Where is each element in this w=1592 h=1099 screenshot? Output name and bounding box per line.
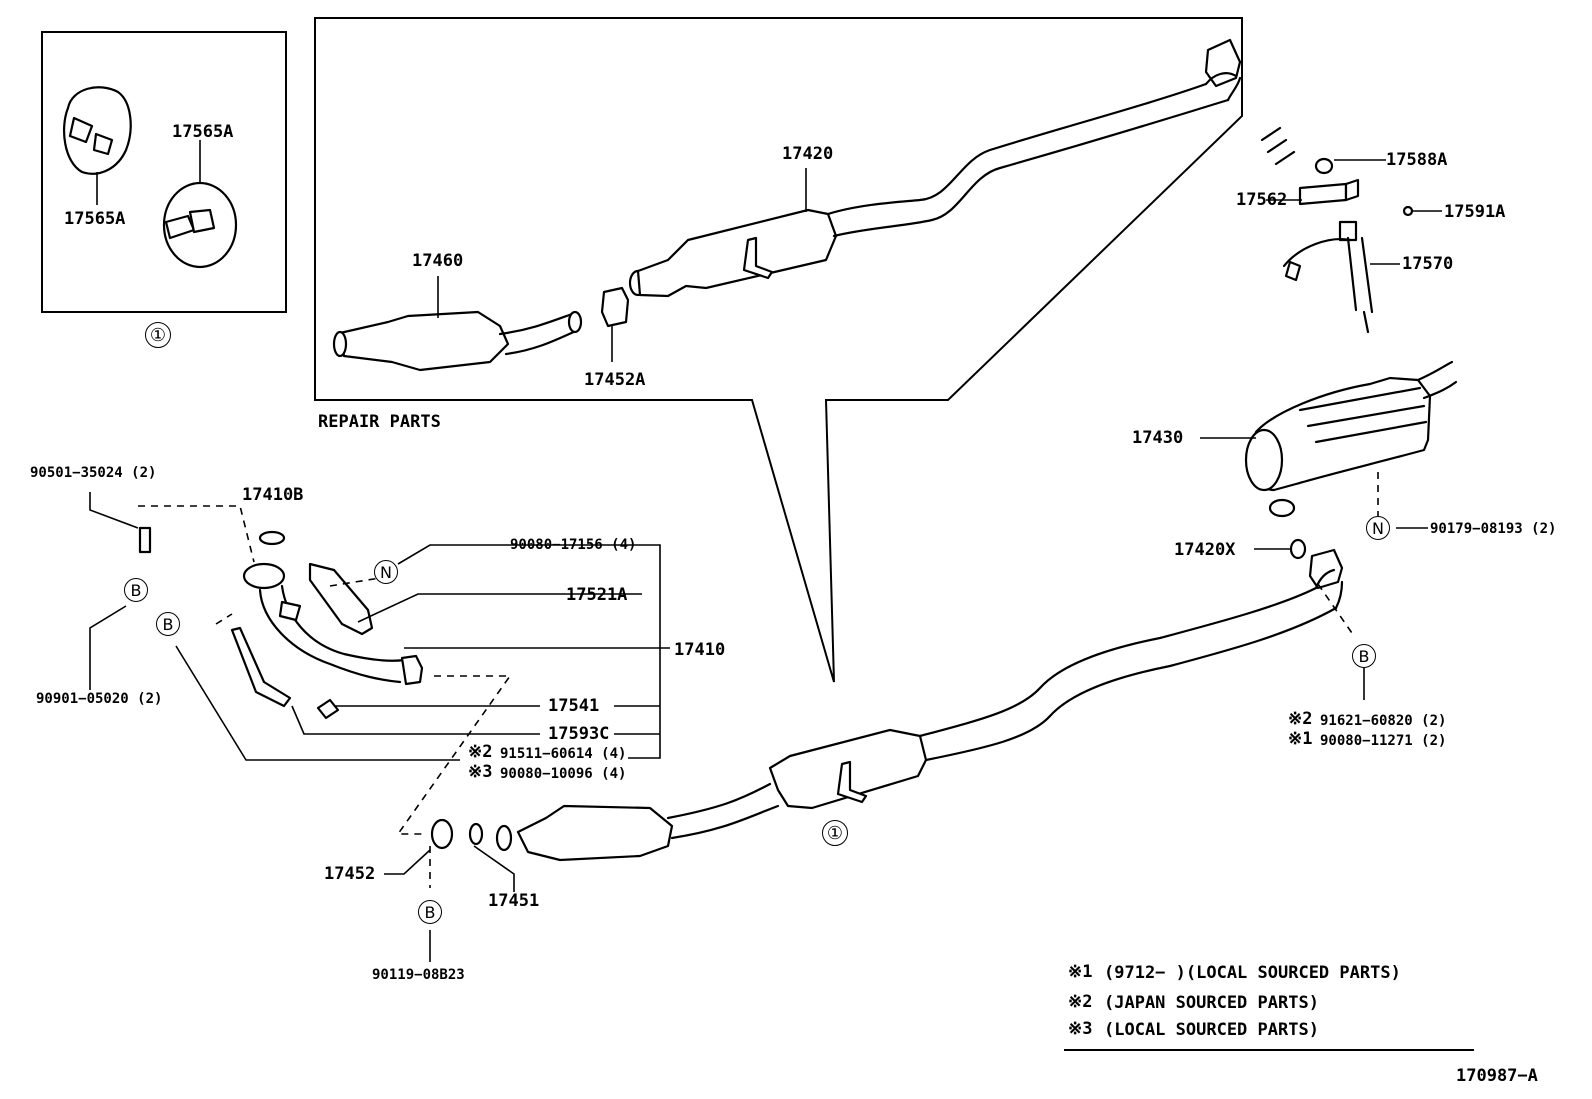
part-label-90179-08193: 90179−08193 (2) [1430, 521, 1557, 537]
front-pipe-17410 [138, 526, 424, 720]
front-circle-n: N [374, 560, 398, 584]
part-label-17460: 17460 [412, 251, 464, 271]
part-label-17591a: 17591A [1444, 202, 1506, 222]
part-label-17565a-lower: 17565A [64, 209, 126, 229]
repair-box [314, 17, 1243, 683]
part-label-17430: 17430 [1132, 428, 1184, 448]
inset-circle-mark: ① [145, 322, 171, 348]
part-label-17420: 17420 [782, 144, 834, 164]
part-label-90080-10096: 90080−10096 (4) [500, 766, 627, 782]
part-label-17588a: 17588A [1386, 150, 1448, 170]
part-label-17452a: 17452A [584, 370, 646, 390]
part-label-17420x: 17420X [1174, 540, 1236, 560]
part-label-91621-60820: 91621−60820 (2) [1320, 713, 1447, 729]
note-3-text: (LOCAL SOURCED PARTS) [1104, 1020, 1319, 1040]
cushion-part-1 [62, 86, 132, 175]
cushion-part-2 [162, 181, 238, 269]
note-2-text: (JAPAN SOURCED PARTS) [1104, 993, 1319, 1013]
front-gaskets [430, 818, 484, 850]
exhaust-assembly [495, 548, 1344, 862]
repair-catalytic-converter [332, 310, 583, 372]
rear-note2-mark: ※1 [1288, 729, 1313, 749]
repair-parts-title: REPAIR PARTS [318, 412, 441, 432]
drawing-number: 170987−A [1456, 1066, 1538, 1086]
gasket-17420x [1289, 538, 1307, 560]
part-label-90119-08b23: 90119−08B23 [372, 967, 465, 983]
part-label-17541: 17541 [548, 696, 600, 716]
note-2-mark: ※2 [1068, 992, 1093, 1012]
note-1-mark: ※1 [1068, 962, 1093, 982]
repair-clamp [600, 286, 630, 328]
front-circle-b-upper: B [124, 578, 148, 602]
part-label-17410: 17410 [674, 640, 726, 660]
part-label-90080-11271: 90080−11271 (2) [1320, 733, 1447, 749]
part-label-17521a: 17521A [566, 585, 628, 605]
muffler-circle-n: N [1366, 516, 1390, 540]
part-label-90080-17156: 90080−17156 (4) [510, 537, 637, 553]
front-mark-2: ※2 [468, 742, 493, 762]
note-3-mark: ※3 [1068, 1019, 1093, 1039]
front-mark-3: ※3 [468, 762, 493, 782]
part-label-90501-35024: 90501−35024 (2) [30, 465, 157, 481]
part-label-17452: 17452 [324, 864, 376, 884]
front-circle-b-lower: B [418, 900, 442, 924]
muffler [1244, 360, 1458, 518]
hanger-parts [1260, 126, 1414, 334]
assembly-circle-mark: ① [822, 820, 848, 846]
repair-center-pipe [628, 38, 1242, 298]
rear-note1-mark: ※2 [1288, 709, 1313, 729]
rear-joint-circle-b: B [1352, 644, 1376, 668]
part-label-17562: 17562 [1236, 190, 1288, 210]
note-1-text: (9712− )(LOCAL SOURCED PARTS) [1104, 963, 1401, 983]
part-label-91511-60614: 91511−60614 (4) [500, 746, 627, 762]
part-label-17570: 17570 [1402, 254, 1454, 274]
front-circle-b-left: B [156, 612, 180, 636]
part-label-17593c: 17593C [548, 724, 610, 744]
part-label-90901-05020: 90901−05020 (2) [36, 691, 163, 707]
part-label-17565a-upper: 17565A [172, 122, 234, 142]
part-label-17451: 17451 [488, 891, 540, 911]
part-label-17410b: 17410B [242, 485, 304, 505]
inset-box [41, 31, 287, 313]
